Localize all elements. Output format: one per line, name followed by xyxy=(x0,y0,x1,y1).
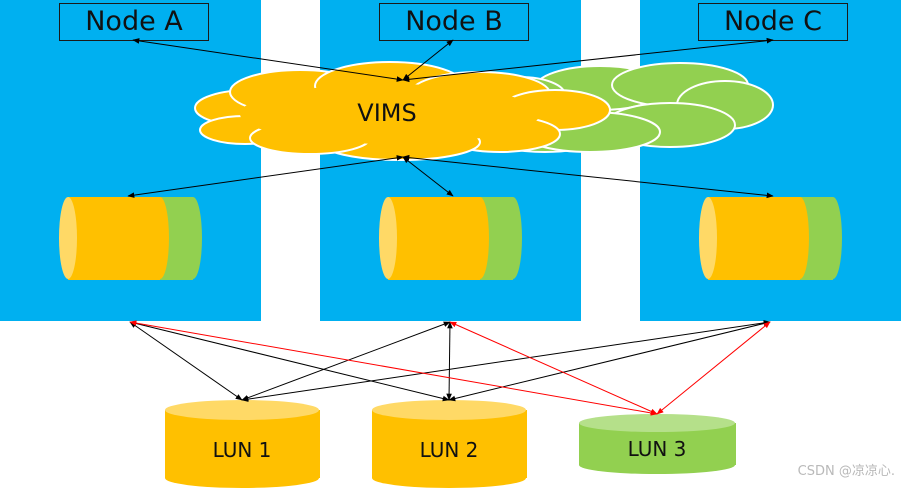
arrows-node-vims xyxy=(132,37,774,83)
node-c-disk xyxy=(699,197,842,280)
vims-cloud xyxy=(194,61,611,161)
arrow-node-c-lun-1 xyxy=(241,320,771,402)
arrow-node-a-lun-2 xyxy=(129,320,450,402)
arrow-node-a-vims xyxy=(132,38,404,82)
arrow-node-a-lun-1 xyxy=(129,321,243,401)
arrows-node-lun-3 xyxy=(129,320,771,416)
arrow-node-b-lun-1 xyxy=(241,321,451,401)
arrow-node-c-vims xyxy=(402,37,774,83)
node-c-label: Node C xyxy=(698,3,848,41)
arrow-vims-disk-a xyxy=(127,155,404,198)
node-a-disk xyxy=(59,197,202,280)
lun-3-cylinder xyxy=(579,414,736,474)
arrow-node-c-lun-3 xyxy=(656,321,771,415)
arrows-vims-disks xyxy=(127,154,774,199)
arrow-node-b-lun-3 xyxy=(449,321,658,415)
lun-1-label: LUN 1 xyxy=(213,438,272,462)
arrows-node-lun xyxy=(129,320,771,402)
watermark: CSDN @凉凉心. xyxy=(797,464,895,479)
arrow-node-a-lun-3 xyxy=(129,320,658,416)
arrow-node-b-lun-2 xyxy=(446,321,453,401)
arrow-vims-disk-b xyxy=(402,156,454,197)
arrow-vims-disk-c xyxy=(402,154,774,199)
lun-2-label: LUN 2 xyxy=(420,438,479,462)
lun-3-label: LUN 3 xyxy=(628,437,687,461)
vims-label: VIMS xyxy=(357,99,416,127)
node-b-disk xyxy=(379,197,522,280)
